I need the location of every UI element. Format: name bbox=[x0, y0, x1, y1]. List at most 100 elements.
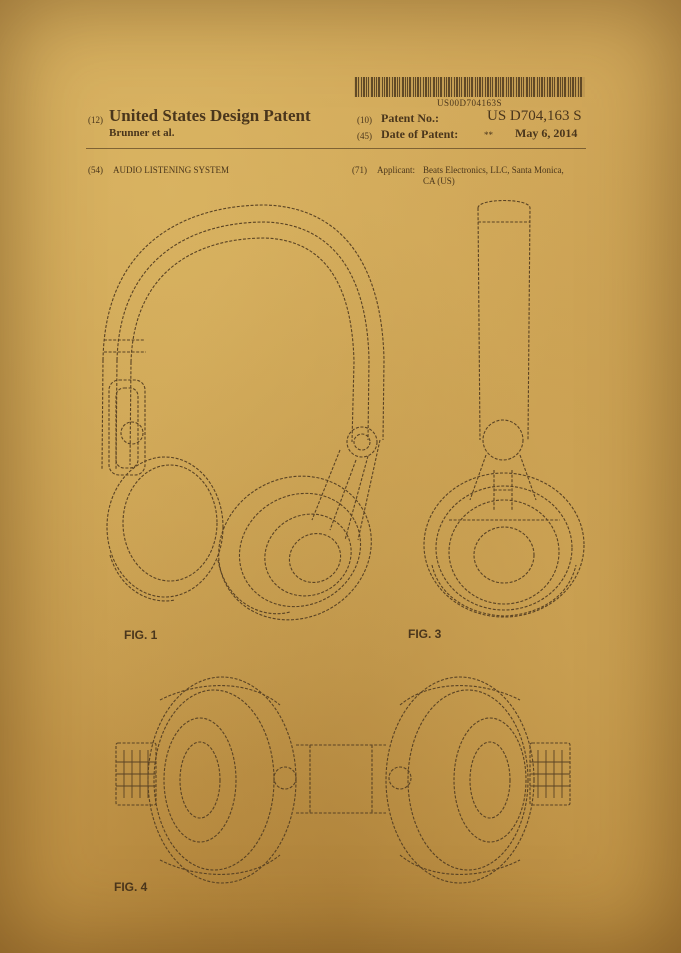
barcode-bar bbox=[570, 77, 571, 97]
barcode-bar bbox=[529, 77, 530, 97]
barcode-bar bbox=[456, 77, 458, 97]
barcode-bar bbox=[500, 77, 501, 97]
barcode-bar bbox=[510, 77, 512, 97]
barcode-bar bbox=[399, 77, 400, 97]
barcode-bar bbox=[549, 77, 551, 97]
barcode-bar bbox=[564, 77, 566, 97]
barcode-bar bbox=[537, 77, 538, 97]
barcode-bar bbox=[495, 77, 497, 97]
barcode-bar bbox=[425, 77, 427, 97]
barcode-bar bbox=[467, 77, 468, 97]
barcode-bar bbox=[572, 77, 574, 97]
barcode-bar bbox=[378, 77, 380, 97]
barcode-bar bbox=[513, 77, 514, 97]
barcode-bar bbox=[446, 77, 447, 97]
barcode-bar bbox=[552, 77, 553, 97]
document-type: United States Design Patent bbox=[109, 106, 311, 125]
barcode-bar bbox=[492, 77, 493, 97]
barcode-bar bbox=[402, 77, 404, 97]
applicant-line-1: Beats Electronics, LLC, Santa Monica, bbox=[423, 165, 564, 175]
barcode-bar bbox=[539, 77, 540, 97]
code-10: (10) bbox=[357, 115, 372, 125]
fig-1-label: FIG. 1 bbox=[124, 628, 158, 642]
barcode-bar bbox=[440, 77, 442, 97]
barcode-bar bbox=[498, 77, 499, 97]
barcode-bar bbox=[490, 77, 491, 97]
date-label: Date of Patent: bbox=[381, 127, 459, 141]
barcode-bar bbox=[560, 77, 561, 97]
barcode-bar bbox=[436, 77, 437, 97]
fig-4-headphone-drawing bbox=[115, 676, 571, 884]
date-mark: ** bbox=[484, 130, 493, 140]
barcode-bar bbox=[433, 77, 435, 97]
barcode-bar bbox=[482, 77, 483, 97]
patent-date: May 6, 2014 bbox=[515, 126, 578, 140]
barcode-bar bbox=[521, 77, 522, 97]
barcode-number: US00D704163S bbox=[436, 98, 502, 108]
barcode-bar bbox=[544, 77, 545, 97]
barcode-bar bbox=[366, 77, 367, 97]
fig-3-label: FIG. 3 bbox=[408, 627, 442, 641]
barcode bbox=[354, 77, 585, 97]
barcode-bar bbox=[469, 77, 470, 97]
barcode-bar bbox=[562, 77, 563, 97]
barcode-bar bbox=[374, 77, 375, 97]
barcode-bar bbox=[557, 77, 559, 97]
barcode-bar bbox=[428, 77, 429, 97]
barcode-bar bbox=[568, 77, 569, 97]
barcode-bar bbox=[407, 77, 408, 97]
barcode-bar bbox=[405, 77, 406, 97]
code-12: (12) bbox=[88, 115, 103, 125]
barcode-bar bbox=[518, 77, 520, 97]
invention-title: AUDIO LISTENING SYSTEM bbox=[113, 165, 229, 175]
barcode-bar bbox=[382, 77, 383, 97]
patent-no-label: Patent No.: bbox=[381, 111, 439, 125]
barcode-bar bbox=[459, 77, 460, 97]
barcode-bar bbox=[523, 77, 524, 97]
barcode-bar bbox=[533, 77, 535, 97]
barcode-bar bbox=[477, 77, 478, 97]
barcode-bar bbox=[479, 77, 481, 97]
barcode-bar bbox=[531, 77, 532, 97]
barcode-bar bbox=[423, 77, 424, 97]
barcode-bar bbox=[384, 77, 385, 97]
code-45: (45) bbox=[357, 131, 372, 141]
barcode-bar bbox=[526, 77, 528, 97]
barcode-bar bbox=[363, 77, 365, 97]
barcode-bar bbox=[554, 77, 555, 97]
code-54: (54) bbox=[88, 165, 103, 175]
barcode-bar bbox=[358, 77, 359, 97]
barcode-bar bbox=[508, 77, 509, 97]
code-71: (71) bbox=[352, 165, 367, 175]
barcode-bar bbox=[413, 77, 414, 97]
barcode-bar bbox=[420, 77, 421, 97]
barcode-bar bbox=[409, 77, 411, 97]
fig-3-headphone-drawing bbox=[423, 200, 585, 618]
applicant-label: Applicant: bbox=[377, 165, 415, 175]
barcode-bar bbox=[451, 77, 452, 97]
barcode-bar bbox=[386, 77, 388, 97]
barcode-bar bbox=[506, 77, 507, 97]
barcode-bar bbox=[461, 77, 462, 97]
barcode-bar bbox=[389, 77, 390, 97]
barcode-bar bbox=[397, 77, 398, 97]
barcode-bar bbox=[578, 77, 579, 97]
barcode-bar bbox=[464, 77, 466, 97]
barcode-bar bbox=[575, 77, 576, 97]
barcode-bar bbox=[361, 77, 362, 97]
barcode-bar bbox=[444, 77, 445, 97]
barcode-bar bbox=[376, 77, 377, 97]
barcode-bar bbox=[485, 77, 486, 97]
patent-number: US D704,163 S bbox=[487, 108, 582, 124]
fig-1-headphone-drawing bbox=[101, 204, 385, 621]
barcode-bar bbox=[454, 77, 455, 97]
barcode-bar bbox=[541, 77, 543, 97]
inventor: Brunner et al. bbox=[109, 127, 175, 139]
barcode-bar bbox=[392, 77, 393, 97]
barcode-bar bbox=[471, 77, 473, 97]
barcode-bar bbox=[448, 77, 450, 97]
barcode-bar bbox=[475, 77, 476, 97]
barcode-bar bbox=[438, 77, 439, 97]
barcode-bar bbox=[368, 77, 369, 97]
